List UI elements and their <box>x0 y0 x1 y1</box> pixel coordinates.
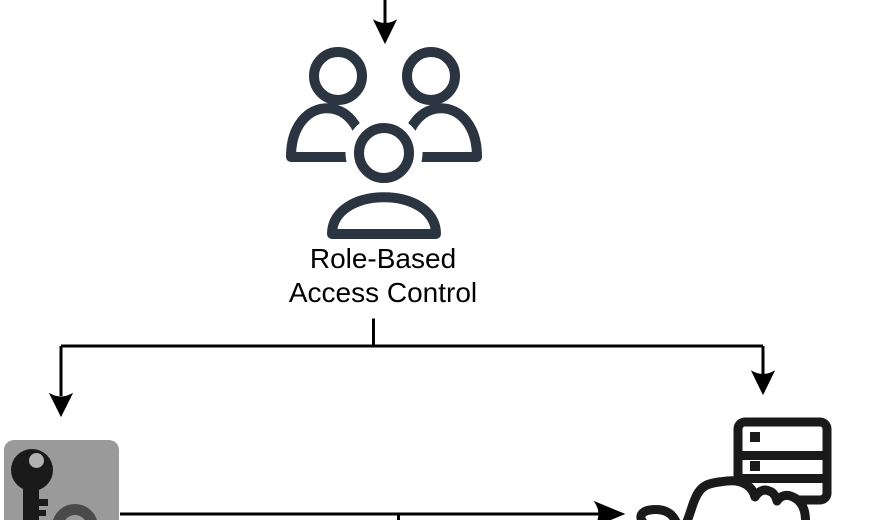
user-front-head <box>354 123 414 183</box>
arrowhead-down-left-icon <box>48 392 74 418</box>
user-back-right-head <box>402 47 460 105</box>
arrow-into-rbac-top-icon <box>372 0 398 45</box>
arrowhead-down-right-icon <box>750 370 776 396</box>
rbac-label-line2: Access Control <box>288 277 478 308</box>
user-front-body <box>327 192 441 239</box>
keyring-icon <box>53 504 97 520</box>
server-led-2 <box>750 461 760 471</box>
arrow-key-to-cloud-server <box>120 500 626 520</box>
server-led-1 <box>750 432 760 442</box>
users-group-icon <box>286 47 482 248</box>
cloud-server-icon <box>636 417 832 520</box>
arrowhead-down-icon <box>372 19 398 45</box>
rbac-label: Role-Based Access Control <box>233 242 533 310</box>
user-back-left-head <box>309 47 367 105</box>
key-tooth-2 <box>38 510 46 516</box>
rbac-label-line1: Role-Based <box>309 243 457 274</box>
key-icon <box>4 440 119 520</box>
branch-lines <box>59 318 765 396</box>
cloud-icon <box>636 476 811 520</box>
branch-connector <box>48 318 776 418</box>
arrowhead-right-icon <box>593 500 626 520</box>
key-hole <box>29 453 44 468</box>
key-stem <box>23 483 39 520</box>
key-tooth-1 <box>38 499 48 506</box>
